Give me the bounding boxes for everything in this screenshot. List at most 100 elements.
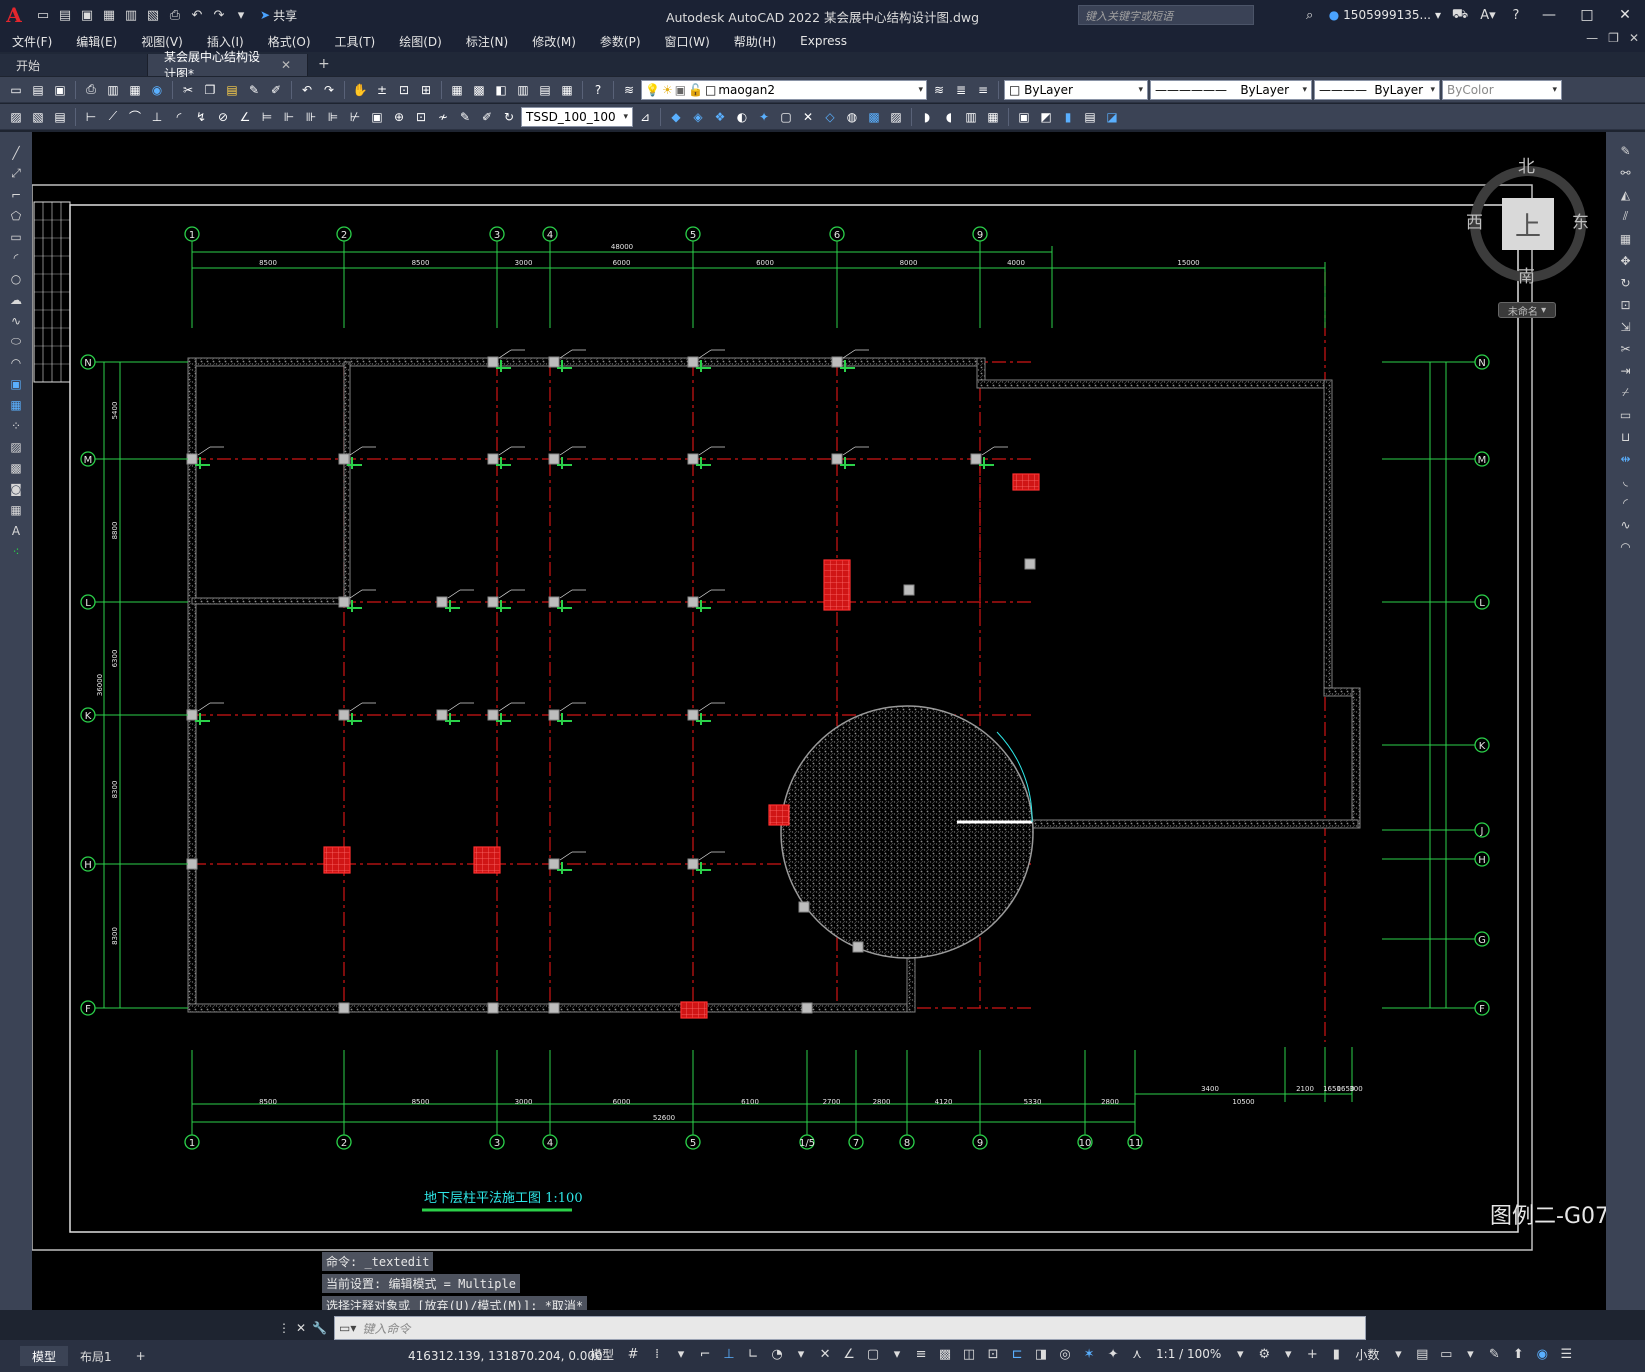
array-icon[interactable]: ▦ bbox=[1619, 231, 1632, 246]
autocad-logo-button[interactable]: A bbox=[6, 3, 22, 27]
menu-item-6[interactable]: 绘图(D) bbox=[399, 34, 442, 49]
tab-close-icon[interactable]: ✕ bbox=[280, 58, 291, 72]
modify-tool-icon[interactable]: ✕ bbox=[802, 109, 814, 124]
redo-icon[interactable]: ↷ bbox=[323, 82, 335, 97]
menu-item-3[interactable]: 插入(I) bbox=[206, 34, 244, 49]
compass-north[interactable]: 北 bbox=[1518, 157, 1535, 177]
new-file-icon[interactable]: ▭ bbox=[36, 7, 50, 23]
menu-item-11[interactable]: 帮助(H) bbox=[733, 34, 777, 49]
cart-icon[interactable]: ⛟ bbox=[1451, 6, 1469, 22]
doc-close-button[interactable]: ✕ bbox=[1628, 31, 1639, 45]
plotstyle-dropdown[interactable]: ByColor▾ bbox=[1442, 79, 1562, 100]
undo-icon[interactable]: ↶ bbox=[301, 82, 313, 97]
menu-item-7[interactable]: 标注(N) bbox=[465, 34, 509, 49]
match-properties-icon[interactable]: ✎ bbox=[248, 82, 260, 97]
render-tool-icon[interactable]: ▤ bbox=[1084, 109, 1096, 124]
print-preview-icon[interactable]: ▥ bbox=[107, 82, 119, 97]
zoom-previous-icon[interactable]: ⊞ bbox=[420, 82, 432, 97]
menu-item-9[interactable]: 参数(P) bbox=[599, 34, 641, 49]
arc-icon[interactable]: ◜ bbox=[13, 250, 19, 265]
open-folder-icon[interactable]: ▤ bbox=[58, 7, 72, 23]
markup-icon[interactable]: ▤ bbox=[539, 82, 551, 97]
coordinates-readout[interactable]: 416312.139, 131870.204, 0.000 bbox=[408, 1349, 603, 1363]
minimize-button[interactable]: — bbox=[1542, 7, 1556, 23]
share-button[interactable]: ➤共享 bbox=[260, 7, 297, 24]
baseline-dim-icon[interactable]: ⊩ bbox=[283, 109, 295, 124]
annotation-scale-value[interactable]: 1:1 / 100% bbox=[1156, 1347, 1222, 1361]
command-input[interactable]: ▭▾ 键入命令 bbox=[334, 1316, 1366, 1340]
selection-filter-icon[interactable]: ◨ bbox=[1034, 1346, 1048, 1362]
polyline-icon[interactable]: ⌐ bbox=[10, 187, 22, 202]
dim-break-icon[interactable]: ⊬ bbox=[349, 109, 361, 124]
layer-dropdown[interactable]: 💡 ☀ ▣ 🔓 □ maogan2 ▾ bbox=[641, 79, 927, 100]
edit-polyline-icon[interactable]: ◠ bbox=[1620, 539, 1631, 554]
solid-tool-icon[interactable]: ▦ bbox=[987, 109, 999, 124]
command-close-icon[interactable]: ✕ bbox=[296, 1321, 307, 1335]
dropdown-icon[interactable]: ▾ bbox=[677, 1346, 685, 1362]
save-as-icon[interactable]: ▦ bbox=[102, 7, 116, 23]
annotation-scale-icon[interactable]: ⋏ bbox=[1132, 1346, 1142, 1362]
modify-tool-icon[interactable]: ▢ bbox=[780, 109, 792, 124]
hardware-acceleration-icon[interactable]: ⬆ bbox=[1512, 1346, 1524, 1362]
ortho-icon[interactable]: ∟ bbox=[747, 1346, 759, 1362]
radius-dim-icon[interactable]: ◜ bbox=[176, 109, 182, 124]
continue-dim-icon[interactable]: ⊪ bbox=[305, 109, 317, 124]
dynamic-ucs-icon[interactable]: ⊏ bbox=[1011, 1346, 1023, 1362]
clean-screen-icon[interactable]: ◉ bbox=[1536, 1346, 1548, 1362]
modify-tool-icon[interactable]: ❖ bbox=[714, 109, 726, 124]
construction-line-icon[interactable]: ⤢ bbox=[11, 166, 21, 180]
jogged-linear-icon[interactable]: ≁ bbox=[437, 109, 449, 124]
publish-icon[interactable]: ▦ bbox=[129, 82, 141, 97]
dropdown-icon[interactable]: ▾ bbox=[893, 1346, 901, 1362]
grid-icon[interactable]: # bbox=[627, 1346, 639, 1362]
add-selected-icon[interactable]: ⁖ bbox=[12, 544, 20, 559]
viewcube-top-face[interactable]: 上 bbox=[1502, 198, 1554, 250]
render-tool-icon[interactable]: ◩ bbox=[1040, 109, 1052, 124]
menu-item-0[interactable]: 文件(F) bbox=[12, 34, 53, 49]
modify-tool-icon[interactable]: ✦ bbox=[758, 109, 770, 124]
dropdown-icon[interactable]: ▾ bbox=[1467, 1346, 1474, 1362]
modify-tool-icon[interactable]: ◐ bbox=[736, 109, 748, 124]
ucs-menu-button[interactable]: 未命名 ▾ bbox=[1498, 302, 1556, 318]
publish-3d-icon[interactable]: ◉ bbox=[151, 82, 163, 97]
help-icon[interactable]: ? bbox=[1512, 7, 1520, 23]
doc-minimize-button[interactable]: — bbox=[1586, 31, 1599, 45]
pan-icon[interactable]: ✋ bbox=[352, 82, 368, 97]
gizmo-icon[interactable]: ◎ bbox=[1059, 1346, 1071, 1362]
object-snap-icon[interactable]: ▢ bbox=[866, 1346, 880, 1362]
mtext-icon[interactable]: A bbox=[11, 523, 21, 538]
doc-restore-button[interactable]: ❐ bbox=[1608, 31, 1619, 45]
ordinate-dim-icon[interactable]: ⊥ bbox=[151, 109, 163, 124]
ellipse-icon[interactable]: ⬭ bbox=[10, 334, 22, 348]
stretch-icon[interactable]: ⇲ bbox=[1620, 319, 1631, 334]
model-space-toggle[interactable]: 模型 bbox=[590, 1347, 615, 1362]
modify-tool-icon[interactable]: ◍ bbox=[846, 109, 858, 124]
solid-tool-icon[interactable]: ▥ bbox=[965, 109, 977, 124]
zoom-realtime-icon[interactable]: ± bbox=[376, 82, 388, 97]
modify-tool-icon[interactable]: ▨ bbox=[890, 109, 902, 124]
sheet-set-icon[interactable]: ▥ bbox=[517, 82, 529, 97]
dim-style-icon[interactable]: ⊿ bbox=[639, 109, 651, 124]
cut-icon[interactable]: ✂ bbox=[182, 82, 194, 97]
explode-icon[interactable]: ∿ bbox=[1620, 517, 1631, 532]
copy-icon[interactable]: ⚯ bbox=[1620, 165, 1631, 180]
insert-block-icon[interactable]: ▣ bbox=[10, 376, 22, 391]
command-recent-icon[interactable]: ▭▾ bbox=[339, 1321, 357, 1335]
line-icon[interactable]: ╱ bbox=[12, 145, 20, 160]
snap-icon[interactable]: ⁞ bbox=[654, 1346, 660, 1362]
spline-icon[interactable]: ∿ bbox=[10, 313, 22, 328]
gradient-icon[interactable]: ▩ bbox=[10, 460, 22, 475]
extend-icon[interactable]: ⇥ bbox=[1620, 363, 1631, 378]
command-customize-icon[interactable]: 🔧 bbox=[312, 1321, 328, 1335]
revcloud-icon[interactable]: ☁ bbox=[10, 292, 22, 307]
dim-space-icon[interactable]: ⊫ bbox=[327, 109, 339, 124]
close-button[interactable]: ✕ bbox=[1619, 7, 1631, 23]
layer-states-icon[interactable]: ≡ bbox=[977, 82, 989, 97]
mirror-icon[interactable]: ◭ bbox=[1620, 187, 1631, 202]
fillet-icon[interactable]: ◟ bbox=[1623, 473, 1628, 488]
isodraft-icon[interactable]: ✕ bbox=[819, 1346, 831, 1362]
rotate-icon[interactable]: ↻ bbox=[1620, 275, 1631, 290]
infer-icon[interactable]: ⌐ bbox=[699, 1346, 711, 1362]
selection-cycling-icon[interactable]: ◫ bbox=[962, 1346, 976, 1362]
open-icon[interactable]: ▤ bbox=[32, 82, 44, 97]
